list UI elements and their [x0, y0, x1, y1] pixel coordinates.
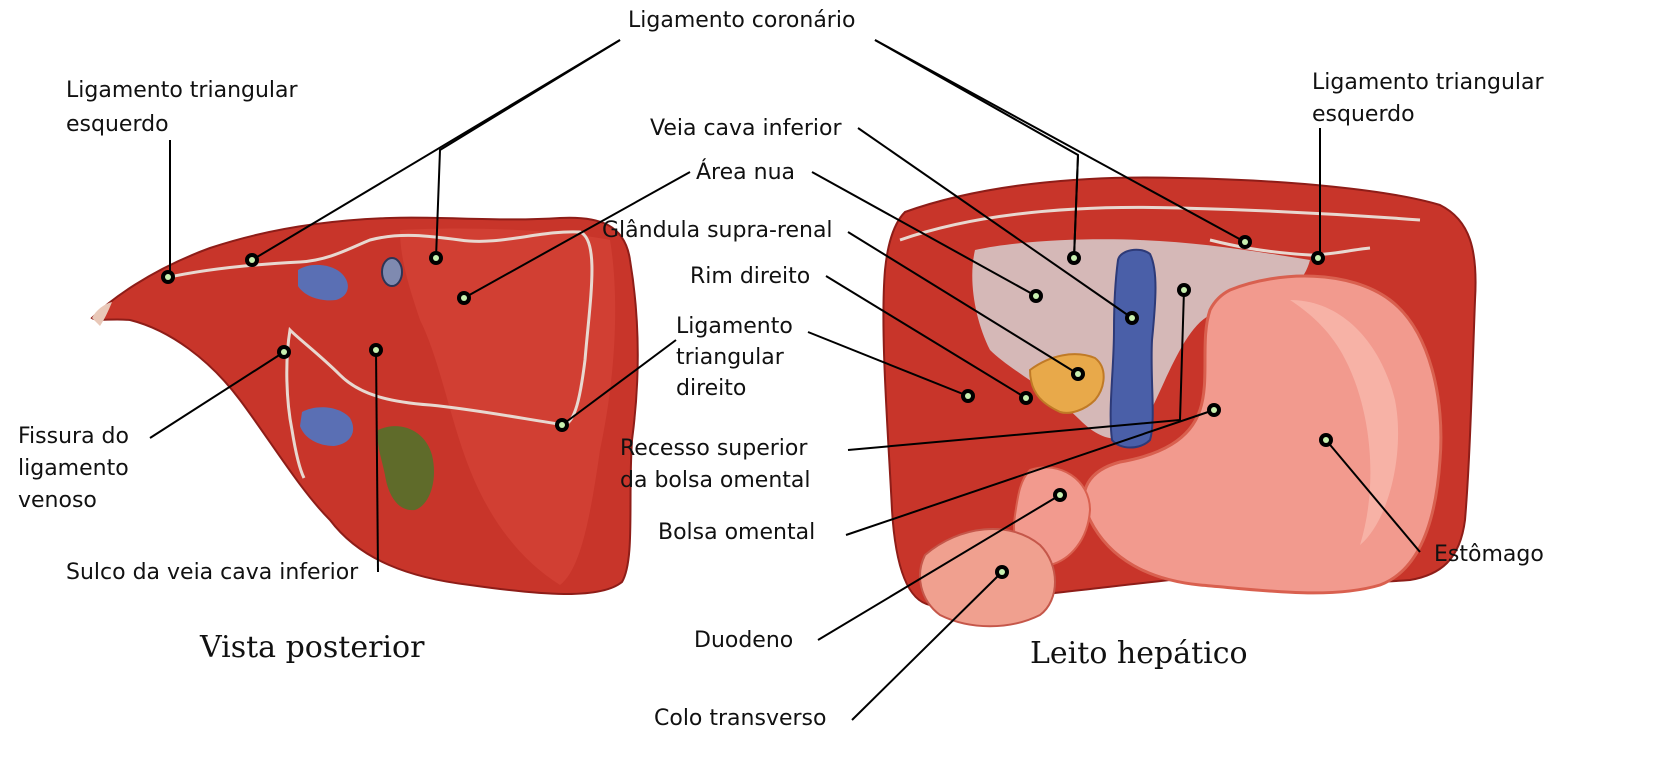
- marker: [995, 565, 1009, 579]
- marker: [961, 389, 975, 403]
- label-omental-bursa: Bolsa omental: [658, 520, 815, 546]
- label-ivc: Veia cava inferior: [650, 116, 842, 142]
- label-left-triangular-right-line1: Ligamento triangular: [1312, 70, 1544, 96]
- marker: [555, 418, 569, 432]
- marker: [1125, 311, 1139, 325]
- marker: [457, 291, 471, 305]
- label-omental-recess-line1: Recesso superior: [620, 436, 807, 462]
- marker: [1029, 289, 1043, 303]
- marker: [1071, 367, 1085, 381]
- marker: [429, 251, 443, 265]
- label-right-triangular-line3: direito: [676, 376, 746, 402]
- marker: [1238, 235, 1252, 249]
- label-right-triangular-line2: triangular: [676, 345, 784, 371]
- marker: [245, 253, 259, 267]
- marker: [1019, 391, 1033, 405]
- marker: [1067, 251, 1081, 265]
- marker: [1177, 283, 1191, 297]
- label-bare-area: Área nua: [696, 160, 795, 186]
- marker: [1207, 403, 1221, 417]
- label-stomach: Estômago: [1434, 542, 1544, 568]
- label-left-triangular-line2: esquerdo: [66, 112, 169, 138]
- label-left-triangular-line1: Ligamento triangular: [66, 78, 298, 104]
- transverse-colon: [920, 529, 1055, 626]
- marker: [1311, 251, 1325, 265]
- label-adrenal-gland: Glândula supra-renal: [602, 218, 833, 244]
- marker: [161, 270, 175, 284]
- label-coronary-ligament: Ligamento coronário: [628, 8, 855, 34]
- marker: [1319, 433, 1333, 447]
- label-right-kidney: Rim direito: [690, 264, 810, 290]
- caption-liver-bed: Leito hepático: [1030, 636, 1248, 671]
- liver-bed-view: [883, 177, 1475, 626]
- label-right-triangular-line1: Ligamento: [676, 314, 793, 340]
- label-transverse-colon: Colo transverso: [654, 706, 826, 732]
- caption-posterior-view: Vista posterior: [200, 630, 424, 665]
- label-venous-fissure-line3: venoso: [18, 488, 97, 514]
- label-duodenum: Duodeno: [694, 628, 793, 654]
- label-left-triangular-right-line2: esquerdo: [1312, 102, 1415, 128]
- marker: [277, 345, 291, 359]
- label-venous-fissure-line2: ligamento: [18, 456, 129, 482]
- hepatic-vein-opening: [382, 258, 402, 286]
- label-omental-recess-line2: da bolsa omental: [620, 468, 811, 494]
- label-ivc-groove: Sulco da veia cava inferior: [66, 560, 358, 586]
- marker: [369, 343, 383, 357]
- label-venous-fissure-line1: Fissura do: [18, 424, 129, 450]
- marker: [1053, 488, 1067, 502]
- ivc-bed: [1111, 250, 1156, 448]
